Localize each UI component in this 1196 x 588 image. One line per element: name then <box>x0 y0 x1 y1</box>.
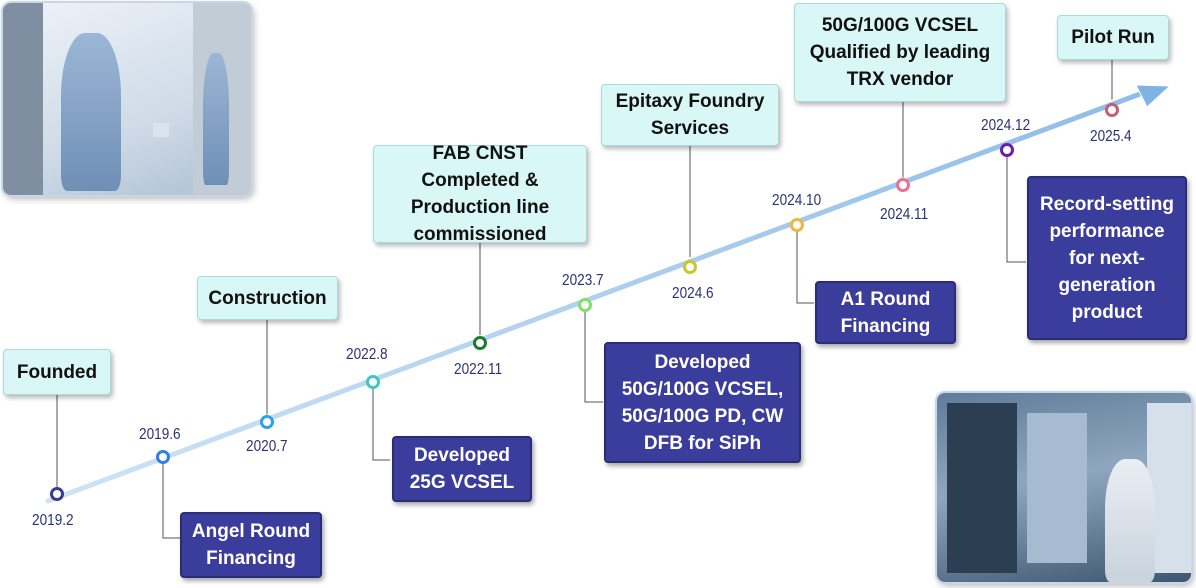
date-label: 2022.11 <box>454 361 503 378</box>
timeline-marker-2025-4 <box>1105 103 1119 117</box>
connector-developed <box>584 306 603 403</box>
connector-a1 <box>796 226 814 304</box>
date-label: 2022.8 <box>346 346 388 363</box>
connector-record <box>1006 151 1026 263</box>
date-label: 2024.12 <box>981 117 1031 134</box>
milestone-construction: Construction <box>197 276 338 320</box>
connector-vcsel25 <box>372 383 390 461</box>
milestone-pilot: Pilot Run <box>1057 15 1169 60</box>
timeline-marker-2020-7 <box>260 415 274 429</box>
timeline-marker-2024-6 <box>683 260 697 274</box>
date-label: 2024.11 <box>880 206 929 223</box>
timeline-markers <box>50 103 1119 501</box>
cleanroom-photo-bottom <box>937 393 1191 582</box>
achievement-a1-round: A1 Round Financing <box>815 281 956 344</box>
timeline-marker-2022-8 <box>366 375 380 389</box>
date-label: 2024.6 <box>672 285 714 302</box>
milestone-fab: FAB CNST Completed & Production line com… <box>373 143 587 245</box>
date-label: 2019.6 <box>139 426 181 443</box>
timeline-marker-2019-2 <box>50 487 64 501</box>
cleanroom-photo-top <box>3 3 251 195</box>
timeline-marker-2024-10 <box>790 218 804 232</box>
timeline-marker-2024-12 <box>1000 143 1014 157</box>
date-label: 2023.7 <box>562 272 604 289</box>
timeline-axis-fill <box>45 91 1143 504</box>
connector-lines <box>56 60 1113 539</box>
timeline-marker-2019-6 <box>156 450 170 464</box>
timeline-marker-2024-11 <box>896 178 910 192</box>
milestone-epitaxy: Epitaxy Foundry Services <box>601 84 779 146</box>
achievement-25g-vcsel: Developed 25G VCSEL <box>392 436 532 502</box>
date-label: 2024.10 <box>772 192 822 209</box>
timeline-arrowhead <box>1135 84 1172 108</box>
achievement-record-setting: Record-setting performance for next-gene… <box>1027 176 1187 340</box>
date-label: 2019.2 <box>32 512 74 529</box>
date-label: 2020.7 <box>246 438 288 455</box>
achievement-developed-50g: Developed 50G/100G VCSEL, 50G/100G PD, C… <box>604 342 801 463</box>
timeline-marker-2023-7 <box>578 298 592 312</box>
date-label: 2025.4 <box>1090 128 1132 145</box>
milestone-qualified: 50G/100G VCSEL Qualified by leading TRX … <box>794 3 1006 102</box>
connector-angel <box>162 458 180 539</box>
timeline-marker-2022-11 <box>473 336 487 350</box>
milestone-founded: Founded <box>3 349 111 395</box>
achievement-angel-round: Angel Round Financing <box>180 512 322 578</box>
